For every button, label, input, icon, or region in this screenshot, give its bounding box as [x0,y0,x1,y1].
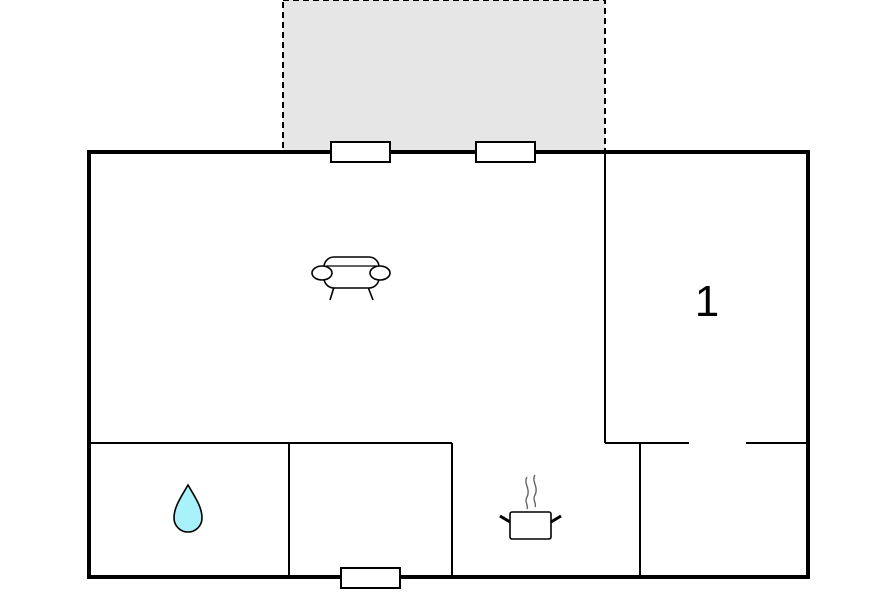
water-drop-icon [173,483,203,533]
outer-wall [87,150,810,579]
room-number-label: 1 [695,277,719,326]
window-top-right [475,141,536,163]
sofa-icon [311,256,391,301]
cooking-pot-icon [499,474,562,540]
window-top-left [330,141,391,163]
terrace-area [282,0,606,153]
interior-walls [89,152,808,577]
window-bottom [340,567,401,589]
